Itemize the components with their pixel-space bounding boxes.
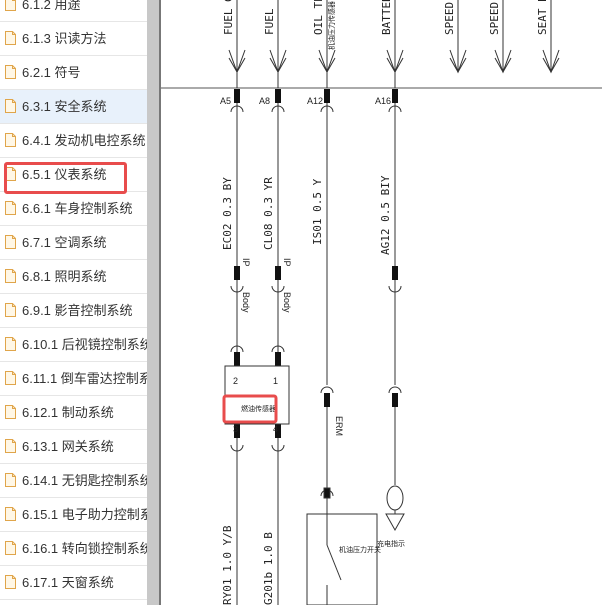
sidebar-item-6-1-3[interactable]: 6.1.3 识读方法 — [0, 22, 147, 56]
file-icon — [5, 507, 16, 521]
wiring-diagram-svg: FUEL G FUEL OIL TP 机油压力传感器 BATTER SPEED … — [161, 0, 602, 605]
oil-pressure-switch — [306, 487, 378, 605]
wire-label-ry01: RY01 1.0 Y/B — [221, 525, 234, 605]
file-icon — [5, 31, 16, 45]
file-icon — [5, 405, 16, 419]
sidebar-item-6-15-1[interactable]: 6.15.1 电子助力控制系统 — [0, 498, 147, 532]
sidebar-item-6-6-1[interactable]: 6.6.1 车身控制系统 — [0, 192, 147, 226]
sidebar-item-label: 6.12.1 制动系统 — [22, 405, 114, 420]
signal-label-seat-b: SEAT B — [536, 0, 549, 35]
signal-label-speed-2: SPEED — [488, 2, 501, 35]
file-icon — [5, 439, 16, 453]
signal-arrows — [228, 0, 560, 88]
ip-label-2: IP — [282, 258, 292, 267]
file-icon — [5, 201, 16, 215]
sidebar-item-label: 6.8.1 照明系统 — [22, 269, 107, 284]
sidebar-item-6-5-1[interactable]: 6.5.1 仪表系统 — [0, 158, 147, 192]
sidebar-item-label: 6.2.1 符号 — [22, 65, 81, 80]
sidebar-item-6-10-1[interactable]: 6.10.1 后视镜控制系统 — [0, 328, 147, 362]
component-name: 燃油传感器 — [241, 404, 276, 413]
connector-a12: A12 — [307, 96, 323, 106]
pin-1: 1 — [273, 376, 278, 386]
sidebar-item-label: 6.4.1 发动机电控系统 — [22, 133, 146, 148]
sidebar-item-label: 6.16.1 转向锁控制系统 — [22, 541, 147, 556]
connector-a8: A8 — [259, 96, 270, 106]
file-icon — [5, 99, 16, 113]
sidebar-item-6-16-1[interactable]: 6.16.1 转向锁控制系统 — [0, 532, 147, 566]
sidebar-item-label: 6.5.1 仪表系统 — [22, 167, 107, 182]
sidebar-item-label: 6.10.1 后视镜控制系统 — [22, 337, 147, 352]
erm-label: ERM — [334, 416, 344, 436]
signal-label-fuel-g: FUEL G — [222, 0, 235, 35]
file-icon — [5, 473, 16, 487]
wire-label-ec02: EC02 0.3 BY — [221, 177, 234, 250]
wire-label-is01: IS01 0.5 Y — [311, 178, 324, 245]
sidebar-item-6-2-1[interactable]: 6.2.1 符号 — [0, 56, 147, 90]
inline-connectors-ip — [230, 266, 402, 293]
sidebar-item-label: 6.1.2 用途 — [22, 0, 81, 12]
file-icon — [5, 167, 16, 181]
component-connectors — [230, 345, 285, 452]
pin-3: 3 — [233, 424, 238, 434]
sidebar-item-6-7-1[interactable]: 6.7.1 空调系统 — [0, 226, 147, 260]
sidebar-item-label: 6.17.1 天窗系统 — [22, 575, 114, 590]
sidebar-item-6-4-1[interactable]: 6.4.1 发动机电控系统 — [0, 124, 147, 158]
charge-indicator-label: 充电指示 — [377, 539, 405, 548]
sidebar-item-6-14-1[interactable]: 6.14.1 无钥匙控制系统 — [0, 464, 147, 498]
wire-label-cl08: CL08 0.3 YR — [262, 177, 275, 250]
signal-label-fuel: FUEL — [263, 8, 276, 35]
file-icon — [5, 65, 16, 79]
charge-indicator-symbol — [385, 485, 405, 532]
file-icon — [5, 235, 16, 249]
file-icon — [5, 541, 16, 555]
signal-label-battery: BATTER — [380, 0, 393, 35]
sidebar-item-6-8-1[interactable]: 6.8.1 照明系统 — [0, 260, 147, 294]
signal-sublabel-oil: 机油压力传感器 — [327, 1, 336, 50]
sidebar-item-6-11-1[interactable]: 6.11.1 倒车雷达控制系统 — [0, 362, 147, 396]
sidebar-item-6-12-1[interactable]: 6.12.1 制动系统 — [0, 396, 147, 430]
sidebar-item-label: 6.1.3 识读方法 — [22, 31, 107, 46]
file-icon — [5, 0, 16, 11]
sidebar-item-label: 6.13.1 网关系统 — [22, 439, 114, 454]
sidebar-item-6-13-1[interactable]: 6.13.1 网关系统 — [0, 430, 147, 464]
component-highlight-box — [222, 394, 278, 424]
sidebar-nav: 6.1.2 用途 6.1.3 识读方法 6.2.1 符号 6.3.1 安全系统 6.4.… — [0, 0, 147, 605]
file-icon — [5, 337, 16, 351]
splitter-line — [159, 0, 161, 605]
body-label-1: Body — [241, 292, 251, 313]
pin-2: 2 — [233, 376, 238, 386]
signal-label-speed-1: SPEED — [443, 2, 456, 35]
sidebar-item-6-3-1[interactable]: 6.3.1 安全系统 — [0, 90, 147, 124]
file-icon — [5, 371, 16, 385]
wiring-diagram: FUEL G FUEL OIL TP 机油压力传感器 BATTER SPEED … — [161, 0, 602, 605]
sidebar-item-6-1-2[interactable]: 6.1.2 用途 — [0, 0, 147, 22]
sidebar-item-6-9-1[interactable]: 6.9.1 影音控制系统 — [0, 294, 147, 328]
wire-label-ag12: AG12 0.5 BIY — [379, 175, 392, 255]
file-icon — [5, 133, 16, 147]
file-icon — [5, 575, 16, 589]
sidebar-item-label: 6.14.1 无钥匙控制系统 — [22, 473, 147, 488]
wire-lines — [236, 103, 396, 605]
sidebar-item-6-17-1[interactable]: 6.17.1 天窗系统 — [0, 566, 147, 600]
sidebar-item-label: 6.11.1 倒车雷达控制系统 — [22, 371, 147, 386]
pin-4: 4 — [273, 424, 278, 434]
file-icon — [5, 269, 16, 283]
ip-label-1: IP — [241, 258, 251, 267]
panel-splitter[interactable] — [147, 0, 159, 605]
erm-connector — [320, 386, 402, 407]
signal-label-oil: OIL TP — [312, 0, 325, 35]
file-icon — [5, 303, 16, 317]
connector-a5: A5 — [220, 96, 231, 106]
connector-a16: A16 — [375, 96, 391, 106]
sidebar-item-label: 6.9.1 影音控制系统 — [22, 303, 133, 318]
body-label-2: Body — [282, 292, 292, 313]
sidebar-item-label: 6.6.1 车身控制系统 — [22, 201, 133, 216]
sidebar-item-label: 6.15.1 电子助力控制系统 — [22, 507, 147, 522]
sidebar-item-label: 6.7.1 空调系统 — [22, 235, 107, 250]
sidebar-item-label: 6.3.1 安全系统 — [22, 99, 107, 114]
switch-label: 机油压力开关 — [339, 545, 381, 554]
wire-label-g201b: G201b 1.0 B — [262, 532, 275, 605]
